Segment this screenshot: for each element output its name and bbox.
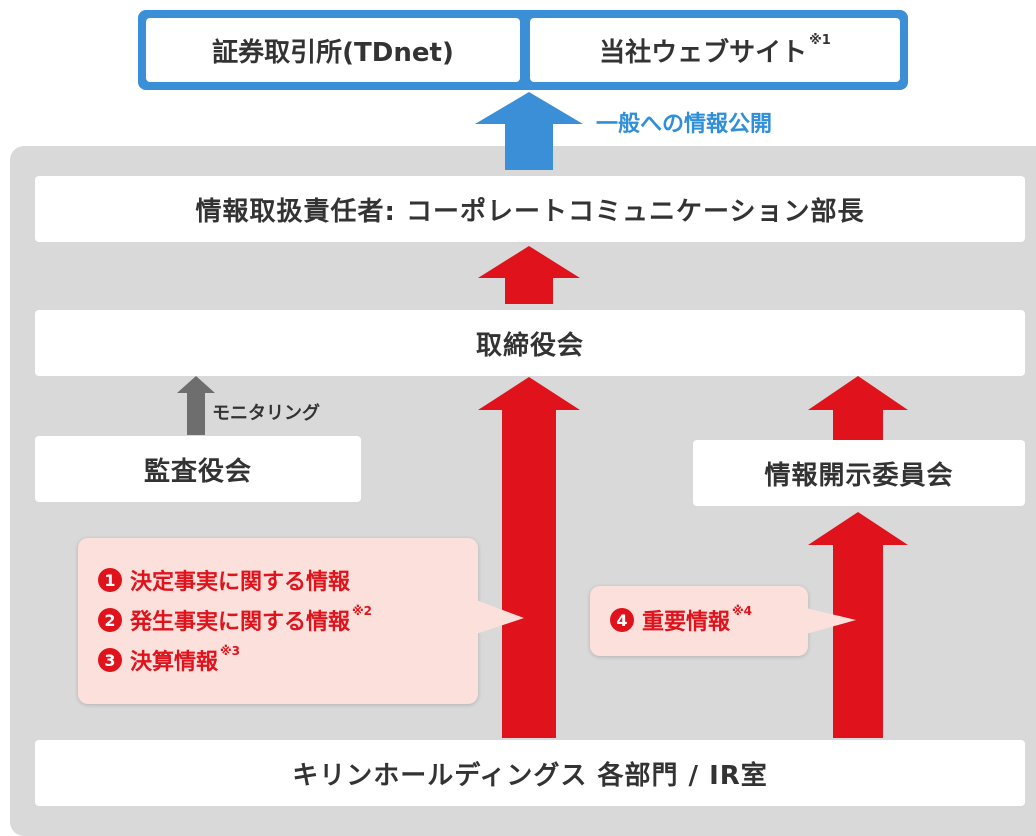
callout-item-note: ※4 [732, 604, 753, 618]
number-badge: 3 [98, 648, 122, 672]
callout-item: 2 発生事実に関する情報※2 [98, 600, 372, 640]
information-officer-box: 情報取扱責任者: コーポレートコミュニケーション部長 [35, 176, 1025, 242]
departments-to-committee-arrow [808, 512, 908, 738]
callout-item: 1 決定事実に関する情報 [98, 560, 372, 600]
info-types-callout: 1 決定事実に関する情報 2 発生事実に関する情報※2 3 決算情報※3 [78, 538, 478, 704]
departments-label: キリンホールディングス 各部門 / IR室 [292, 760, 768, 791]
public-disclosure-label: 一般への情報公開 [596, 112, 773, 137]
website-box: 当社ウェブサイト※1 [530, 18, 900, 82]
board-box: 取締役会 [35, 310, 1025, 376]
monitoring-label: モニタリング [212, 403, 320, 424]
callout-item-note: ※2 [352, 604, 373, 618]
callout-item-text: 決定事実に関する情報 [130, 570, 351, 595]
monitoring-arrow [177, 376, 215, 435]
board-to-officer-arrow [478, 246, 580, 304]
number-badge: 4 [610, 608, 634, 632]
public-disclosure-arrow [475, 92, 583, 170]
disclosure-committee-label: 情報開示委員会 [764, 460, 954, 491]
website-note: ※1 [809, 32, 831, 48]
board-label: 取締役会 [475, 330, 584, 361]
tdnet-label: 証券取引所(TDnet) [212, 37, 454, 68]
departments-to-board-arrow [478, 377, 580, 738]
callout-item: 3 決算情報※3 [98, 640, 372, 680]
website-label: 当社ウェブサイト [599, 37, 808, 68]
number-badge: 2 [98, 608, 122, 632]
audit-board-box: 監査役会 [35, 436, 361, 502]
callout-item-text: 重要情報 [642, 610, 731, 635]
callout-item-text: 決算情報 [130, 650, 219, 675]
important-info-callout: 4 重要情報※4 [590, 586, 808, 656]
audit-board-label: 監査役会 [143, 456, 252, 487]
committee-to-board-arrow [808, 376, 908, 440]
disclosure-committee-box: 情報開示委員会 [693, 440, 1025, 506]
departments-box: キリンホールディングス 各部門 / IR室 [35, 740, 1025, 806]
information-officer-label: 情報取扱責任者: コーポレートコミュニケーション部長 [195, 196, 865, 227]
tdnet-box: 証券取引所(TDnet) [146, 18, 520, 82]
callout-item: 4 重要情報※4 [610, 600, 752, 640]
number-badge: 1 [98, 568, 122, 592]
callout-item-note: ※3 [220, 644, 241, 658]
callout-item-text: 発生事実に関する情報 [130, 610, 351, 635]
